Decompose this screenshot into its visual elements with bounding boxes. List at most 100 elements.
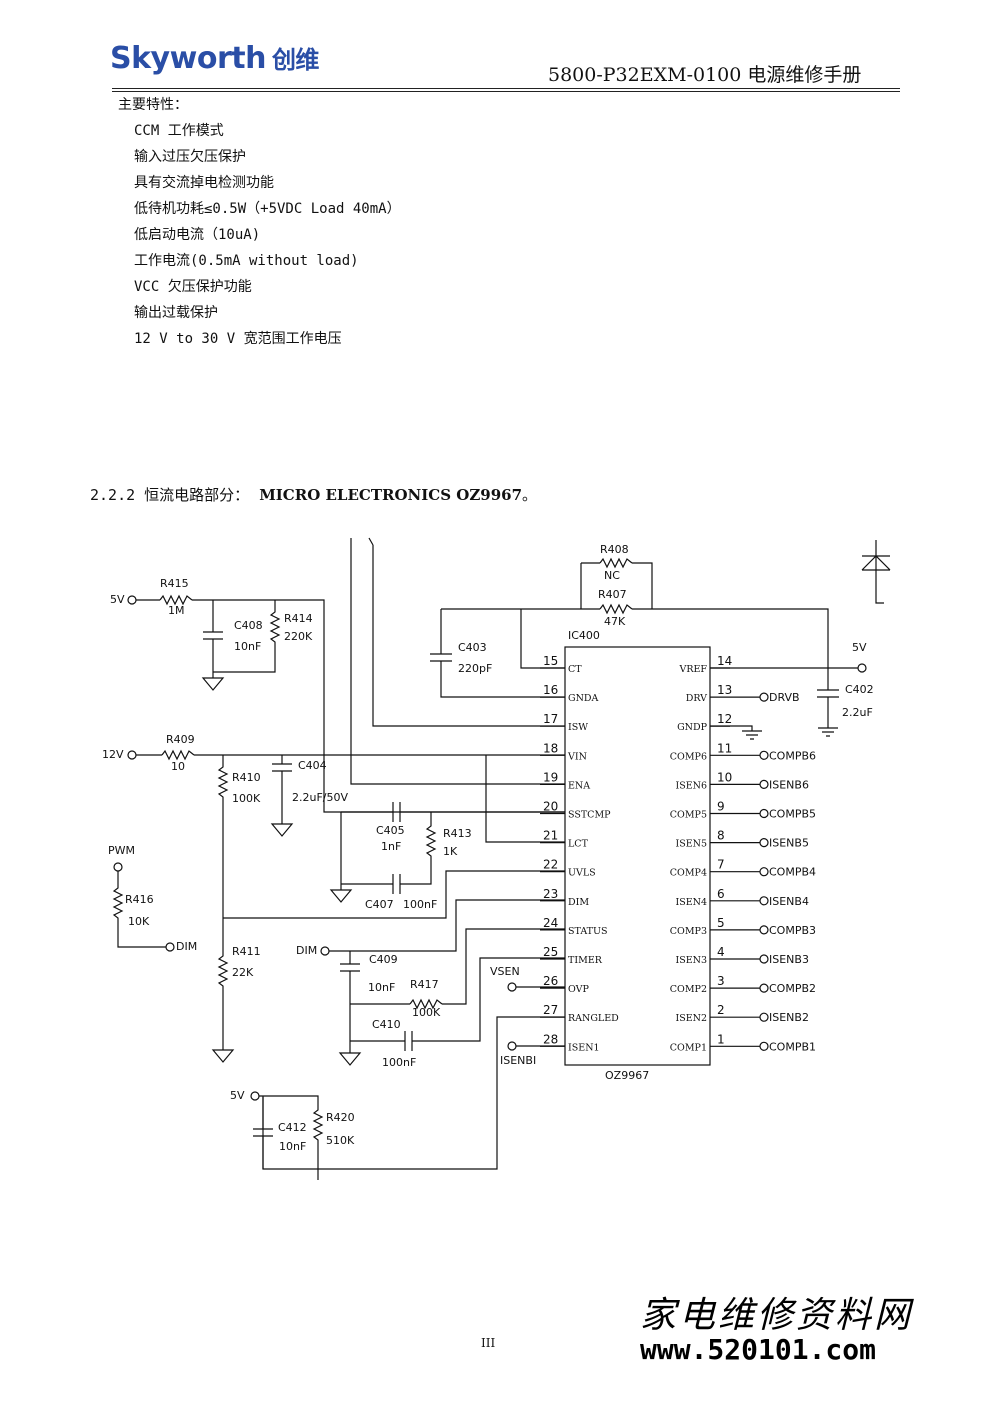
page-number: III [481, 1336, 496, 1350]
ic-pin-number: 28 [543, 1032, 558, 1046]
c405-value: 1nF [381, 840, 401, 853]
r416-ref: R416 [125, 893, 154, 906]
c410-value: 100nF [382, 1056, 416, 1069]
c402-ref: C402 [845, 683, 874, 696]
r408-value: NC [604, 569, 620, 582]
ic-pin-name: COMP3 [670, 926, 707, 937]
net-dim-out: DIM [176, 940, 197, 953]
net-pwm: PWM [108, 844, 135, 857]
ic-pin-name: ISW [568, 722, 588, 733]
net-5v: 5V [230, 1089, 245, 1102]
feature-item: CCM 工作模式 [134, 123, 224, 139]
wire-isw [368, 537, 565, 727]
r410-ref: R410 [232, 771, 261, 784]
r420-ref: R420 [326, 1111, 355, 1124]
ground-symbol [201, 677, 225, 691]
resistor-r411 [217, 944, 229, 1050]
ic-pin-name: GNDP [677, 722, 708, 733]
ground-symbol [211, 1049, 235, 1063]
resistor-r417 [409, 998, 443, 1010]
feature-item: 具有交流掉电检测功能 [134, 175, 274, 191]
net-terminal [759, 1041, 769, 1051]
ic-pin-name: DRV [686, 693, 707, 704]
feature-item: 输出过载保护 [134, 305, 218, 321]
ic-pin-name: COMP5 [670, 810, 707, 821]
net-terminal [759, 925, 769, 935]
ic-pin-name: COMP1 [670, 1042, 707, 1053]
net-terminal [759, 867, 769, 877]
net-label: DRVB [769, 691, 800, 704]
r414-ref: R414 [284, 612, 313, 625]
c403-ref: C403 [458, 641, 487, 654]
ic-pin-number: 5 [717, 916, 725, 930]
ic-pin-name: ISEN6 [675, 780, 707, 791]
resistor-r408 [599, 557, 633, 569]
section-chip-name: MICRO ELECTRONICS OZ9967 [259, 486, 523, 504]
r409-ref: R409 [166, 733, 195, 746]
c409-value: 10nF [368, 981, 395, 994]
ic-pin-number: 1 [717, 1032, 725, 1046]
net-label: COMPB4 [769, 866, 816, 879]
ic-pin-name: ISEN2 [675, 1013, 707, 1024]
ic-pin-number: 3 [717, 974, 725, 988]
ic-pin-number: 27 [543, 1003, 558, 1017]
capacitor-c410 [404, 1031, 413, 1051]
ic-pin-number: 25 [543, 945, 558, 959]
logo-cn: 创维 [271, 46, 320, 74]
resistor-r420 [259, 1095, 324, 1180]
net-label: ISENB2 [769, 1011, 809, 1024]
feature-item: 12 V to 30 V 宽范围工作电压 [134, 331, 342, 347]
ic-pin-number: 7 [717, 858, 725, 872]
logo-text: Skyworth [110, 41, 266, 76]
r413-ref: R413 [443, 827, 472, 840]
ic-pin-name: CT [568, 664, 582, 675]
ic-pin-name: VREF [678, 664, 707, 675]
net-terminal [759, 692, 769, 702]
wire-lct [485, 755, 565, 843]
ic-pin-number: 21 [543, 829, 558, 843]
c410-ref: C410 [372, 1018, 401, 1031]
wire-timer [350, 957, 565, 1042]
r420-value: 510K [326, 1134, 355, 1147]
r410-value: 100K [232, 792, 261, 805]
capacitor-c407 [392, 874, 401, 894]
wire-sstcmp [340, 811, 565, 890]
features-list: CCM 工作模式 输入过压欠压保护 具有交流掉电检测功能 低待机功耗≤0.5W（… [118, 118, 401, 352]
ic-pin-number: 20 [543, 800, 558, 814]
net-label: ISENB6 [769, 778, 809, 791]
watermark-cn: 家电维修资料网 [640, 1295, 914, 1336]
resistor-r416 [112, 871, 166, 948]
net-terminal [759, 837, 769, 848]
c412-value: 10nF [279, 1140, 306, 1153]
ic-pin-number: 22 [543, 858, 558, 872]
c404-value: 2.2uF/50V [292, 791, 348, 804]
net-label: COMPB3 [769, 924, 816, 937]
capacitor-c404 [272, 755, 292, 824]
ic-pin-name: ENA [568, 780, 590, 791]
capacitor-c408 [203, 600, 223, 678]
ground-gndp [710, 725, 762, 740]
r416-value: 10K [128, 915, 150, 928]
ic-left-pins: 15CT16GNDA17ISW18VIN19ENA20SSTCMP21LCT22… [540, 654, 619, 1053]
ic-pin-number: 11 [717, 741, 732, 755]
r413-value: 1K [443, 845, 458, 858]
ic-ref-label: IC400 [568, 629, 600, 642]
ic-pin-number: 18 [543, 741, 558, 755]
r417-value: 100K [412, 1006, 441, 1019]
net-12v: 12V [102, 748, 124, 761]
r415-value: 1M [168, 604, 185, 617]
terminal-dim-in [320, 946, 330, 956]
ic-pin-name: COMP6 [670, 751, 707, 762]
features-block: 主要特性： CCM 工作模式 输入过压欠压保护 具有交流掉电检测功能 低待机功耗… [118, 92, 401, 352]
resistor-r410 [217, 755, 229, 944]
resistor-r409 [161, 749, 195, 761]
feature-item: VCC 欠压保护功能 [134, 279, 252, 295]
ic-pin-name: SSTCMP [568, 810, 611, 821]
capacitor-c403 [430, 609, 565, 698]
ic-pin-name: TIMER [568, 955, 603, 966]
ic-pin-number: 10 [717, 770, 732, 784]
capacitor-c405 [392, 802, 401, 822]
